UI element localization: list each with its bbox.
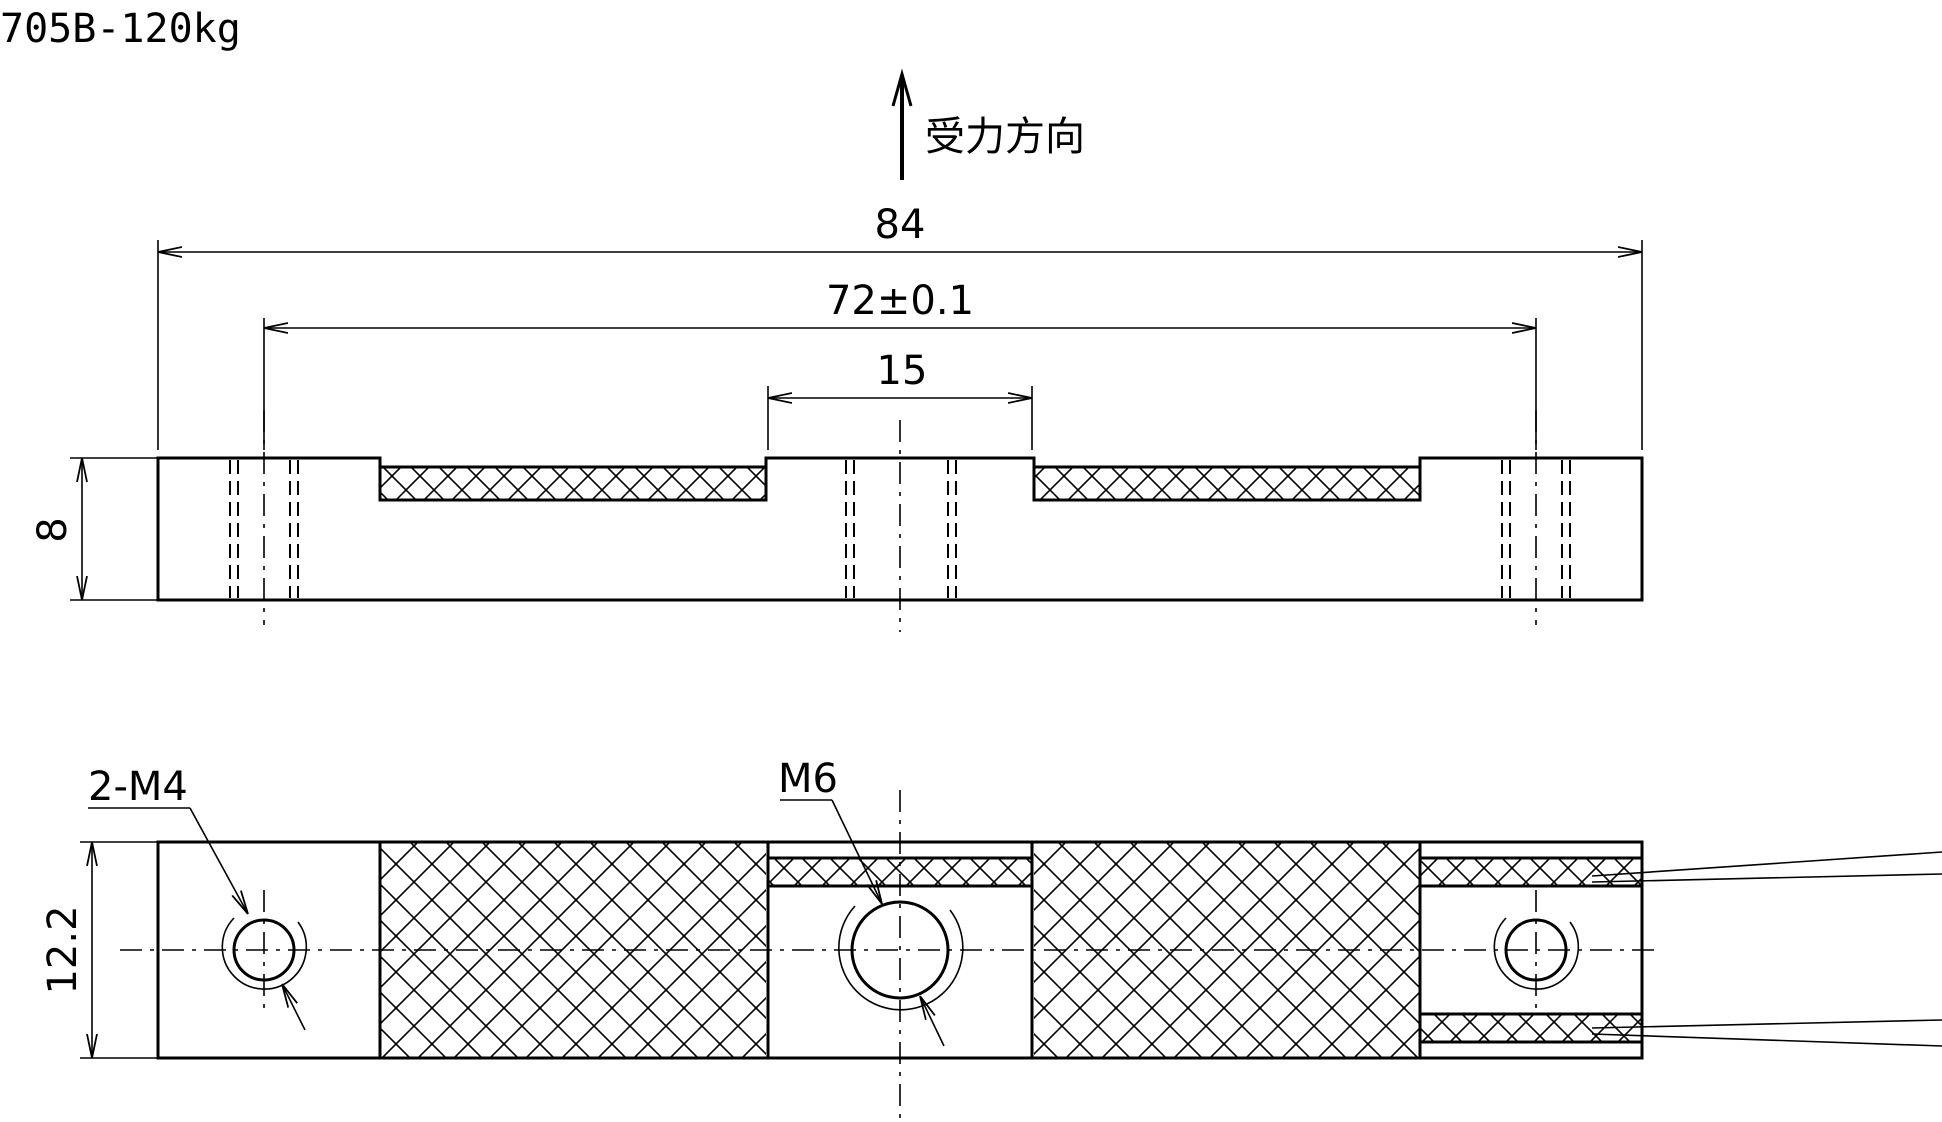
callout-side-holes: 2-M4 (88, 764, 188, 810)
force-direction-label: 受力方向 (925, 114, 1085, 160)
dimension-center-block: 15 (877, 348, 928, 394)
drawing-title: 705B-120kg (0, 6, 241, 52)
force-direction-arrow (891, 68, 913, 180)
dimension-hole-spacing: 72±0.1 (826, 278, 974, 324)
callout-center-hole: M6 (778, 756, 838, 802)
dimension-overall-length: 84 (875, 202, 926, 248)
dimension-height: 8 (30, 517, 76, 542)
dimension-width: 12.2 (40, 905, 86, 994)
side-view (70, 240, 1644, 632)
plan-view (80, 790, 1942, 1122)
